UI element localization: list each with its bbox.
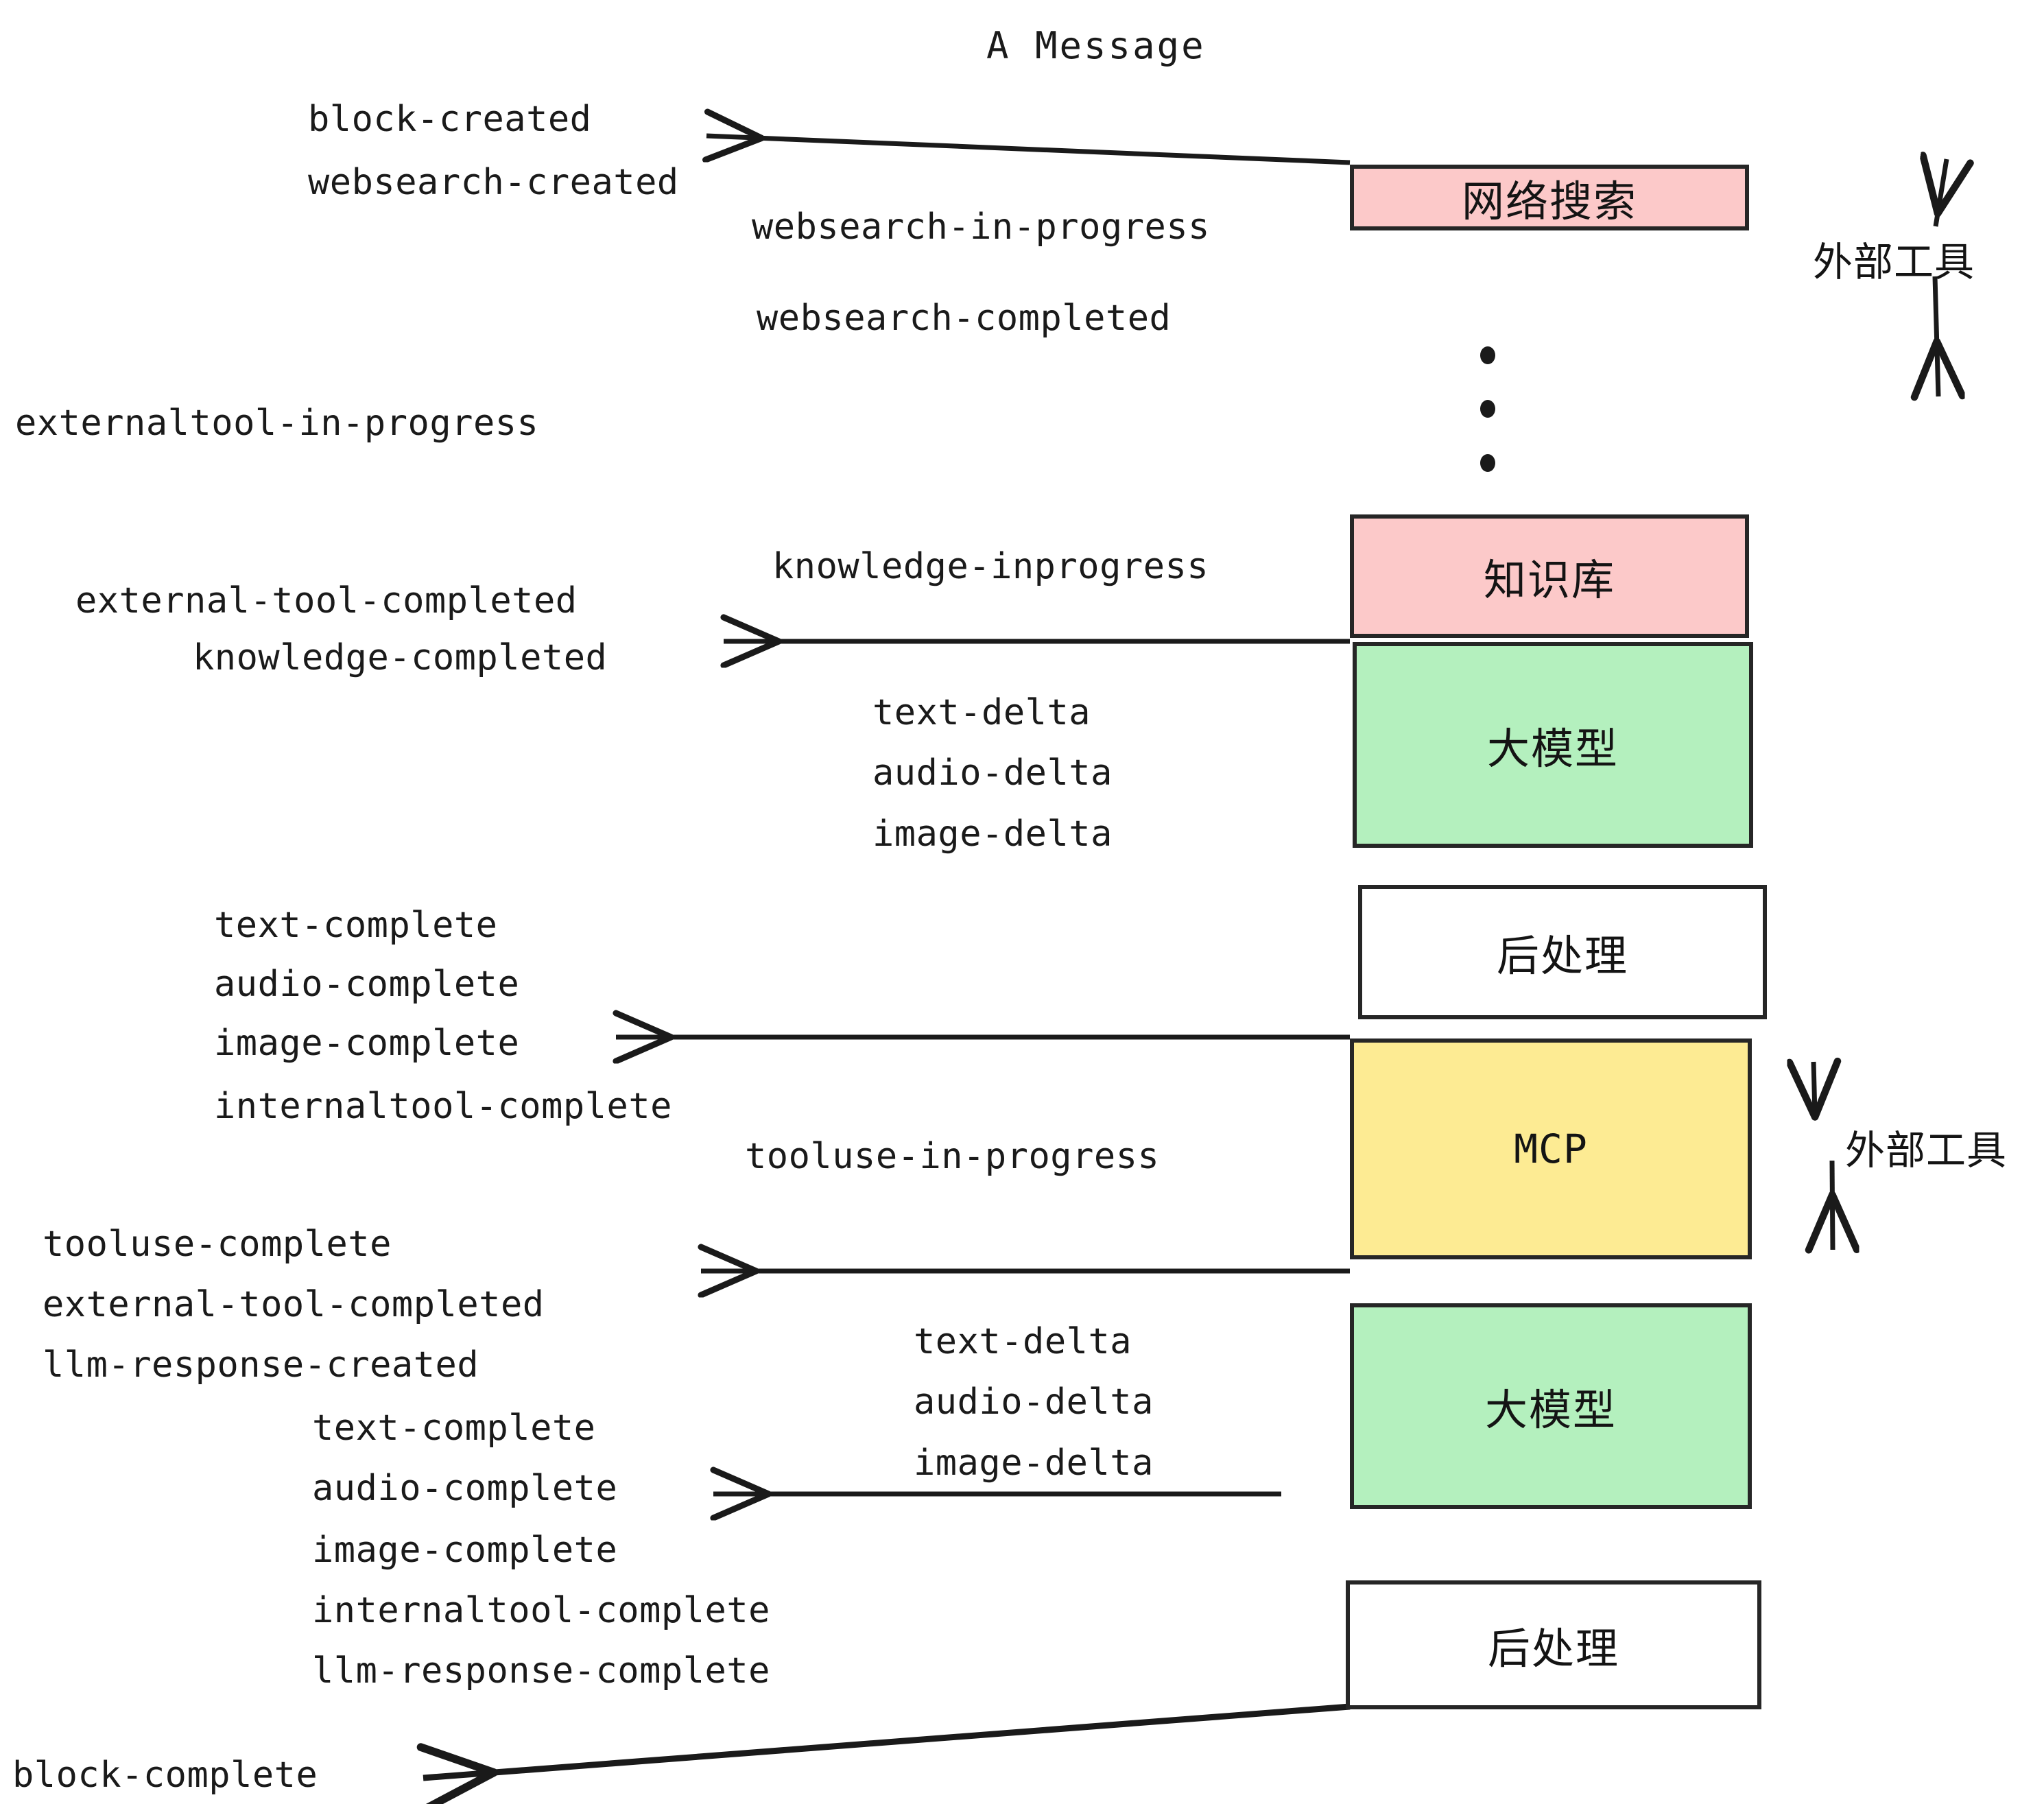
- ellipsis-dot-1: [1480, 346, 1495, 364]
- node-postprocess-1[interactable]: 后处理: [1358, 885, 1767, 1019]
- node-mcp-label: MCP: [1514, 1126, 1588, 1172]
- ellipsis-dot-2: [1480, 400, 1495, 418]
- event-internaltool-complete-1: internaltool-complete: [214, 1086, 672, 1127]
- event-llm-response-created: llm-response-created: [43, 1344, 479, 1386]
- event-internaltool-complete-2: internaltool-complete: [312, 1590, 770, 1631]
- event-image-complete-1: image-complete: [214, 1023, 520, 1064]
- arrow-postprocess2-to-blockcomplete: [423, 1703, 1351, 1778]
- event-knowledge-completed: knowledge-completed: [193, 637, 608, 678]
- side-label-external-tools-top: 外部工具: [1813, 239, 1975, 285]
- diagram-title: A Message: [986, 24, 1206, 67]
- node-postprocess-2[interactable]: 后处理: [1346, 1580, 1761, 1709]
- event-llm-response-complete: llm-response-complete: [312, 1650, 770, 1692]
- event-externaltool-in-progress: externaltool-in-progress: [15, 403, 539, 444]
- event-block-complete: block-complete: [12, 1755, 318, 1796]
- node-websearch-label: 网络搜索: [1461, 176, 1637, 226]
- event-text-complete-1: text-complete: [214, 905, 498, 946]
- event-audio-delta-1: audio-delta: [872, 752, 1113, 794]
- node-llm-1[interactable]: 大模型: [1353, 642, 1753, 848]
- side-label-external-tools-bottom: 外部工具: [1845, 1127, 2008, 1174]
- event-tooluse-complete: tooluse-complete: [43, 1224, 392, 1265]
- event-external-tool-completed-2: external-tool-completed: [43, 1284, 545, 1325]
- arrow-external-tools-bottom-up: [1814, 1062, 1815, 1115]
- node-postprocess-1-label: 后处理: [1496, 931, 1628, 981]
- event-block-created: block-created: [308, 99, 592, 140]
- event-websearch-in-progress: websearch-in-progress: [752, 206, 1210, 248]
- arrow-external-tools-bottom-down: [1832, 1160, 1833, 1250]
- node-knowledge-label: 知识库: [1483, 555, 1615, 605]
- arrow-external-tools-top-up: [1936, 159, 1947, 227]
- node-websearch[interactable]: 网络搜索: [1350, 165, 1749, 230]
- ellipsis-dot-3: [1480, 454, 1495, 472]
- event-image-delta-2: image-delta: [914, 1443, 1154, 1484]
- event-audio-delta-2: audio-delta: [914, 1381, 1154, 1423]
- arrow-external-tools-top-down: [1935, 276, 1938, 396]
- node-llm-2[interactable]: 大模型: [1350, 1303, 1752, 1509]
- event-external-tool-completed-1: external-tool-completed: [75, 580, 578, 621]
- event-text-delta-1: text-delta: [872, 692, 1091, 733]
- event-text-complete-2: text-complete: [312, 1408, 596, 1449]
- event-websearch-created: websearch-created: [308, 162, 679, 203]
- node-mcp[interactable]: MCP: [1350, 1039, 1752, 1259]
- event-audio-complete-2: audio-complete: [312, 1468, 618, 1509]
- event-tooluse-in-progress: tooluse-in-progress: [745, 1136, 1160, 1177]
- event-audio-complete-1: audio-complete: [214, 964, 520, 1005]
- event-image-complete-2: image-complete: [312, 1530, 618, 1571]
- node-postprocess-2-label: 后处理: [1487, 1624, 1619, 1674]
- event-image-delta-1: image-delta: [872, 814, 1113, 855]
- node-llm-2-label: 大模型: [1484, 1385, 1617, 1435]
- arrow-websearch-to-blockcreated: [706, 136, 1351, 165]
- node-knowledge[interactable]: 知识库: [1350, 514, 1749, 638]
- event-knowledge-inprogress: knowledge-inprogress: [772, 546, 1209, 587]
- event-text-delta-2: text-delta: [914, 1321, 1132, 1362]
- event-websearch-completed: websearch-completed: [757, 298, 1172, 339]
- node-llm-1-label: 大模型: [1486, 724, 1619, 774]
